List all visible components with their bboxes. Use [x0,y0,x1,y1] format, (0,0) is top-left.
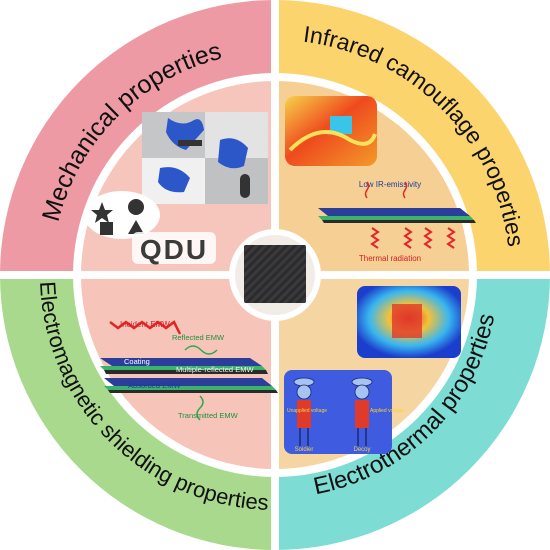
decoy-icon [351,377,373,446]
heat-wave-icon [403,227,413,249]
heat-wave-icon [402,181,408,199]
glove-hand-3 [158,167,190,193]
heat-wave-icon [364,181,370,199]
reflected-wave-arrow-icon [184,345,218,355]
incident-wave-arrow-icon [109,320,182,335]
label-incident-emw: Incident EMW [120,320,170,329]
logo-backdrop [132,232,216,264]
label-unapplied-voltage: Unapplied voltage [287,408,327,414]
circle-icon [128,199,144,215]
label-reflected-emw: Reflected EMW [172,333,225,342]
rolled-sample [240,174,250,198]
glove-hand-2 [218,138,248,169]
shield-layer-3 [104,378,272,386]
shield-layer-1 [100,358,262,366]
heat-wave-icon [423,227,433,249]
infrared-content: Low IR-emissivity Thermal radiation [285,96,476,263]
label-absorbed-emw: Absorbed EMW [128,381,181,390]
label-transmitted-emw: Transmitted EMW [178,411,239,420]
mechanical-content: QDU [84,112,268,265]
label-soldier: Soldier [295,447,314,453]
qdu-logo: QDU [140,234,208,265]
label-thermal-radiation: Thermal radiation [359,254,421,263]
electrothermal-content: Unapplied voltage Applied voltage Soldie… [284,286,461,454]
coating-layer-top [318,208,470,216]
electromagnetic-content: Incident EMW Reflected EMW Coating Multi… [100,320,278,421]
soldier-icon [293,377,315,446]
shape-sample-backdrop [84,191,160,239]
shield-layer-2 [100,366,266,370]
transmitted-wave-arrow-icon [196,395,204,421]
heat-wave-icon [370,227,380,249]
label-multiple-reflected-emw: Multiple-reflected EMW [176,365,254,374]
label-low-ir-emissivity: Low IR-emissivity [359,180,421,189]
square-icon [100,222,113,235]
glove-hand-1 [166,118,204,150]
coating-layer-bottom [322,220,476,223]
label-applied-voltage: Applied voltage [370,408,404,414]
fabric-sample-icon [244,245,306,303]
camouflaged-patch [330,116,352,134]
shield-layer-4 [104,386,276,390]
heat-wave-icon [446,227,456,249]
label-decoy: Decoy [353,447,370,453]
triangle-icon [128,220,144,234]
coating-layer-middle [318,216,474,220]
flex-demo-photos [142,112,268,204]
label-coating: Coating [124,357,150,366]
star-icon [91,202,113,223]
